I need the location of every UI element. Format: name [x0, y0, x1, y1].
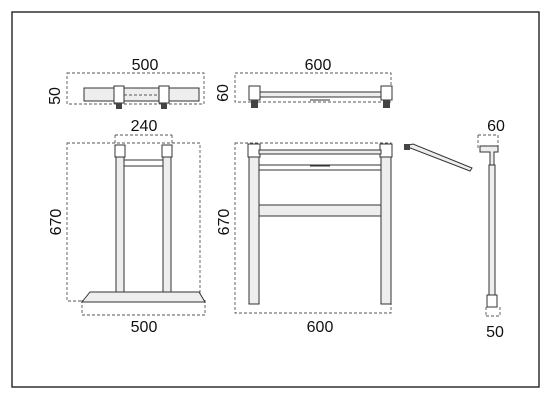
dim-top-depth: 50: [47, 87, 64, 105]
dim-front-top-width: 240: [131, 118, 158, 135]
side-view-upper-rail: [258, 164, 382, 171]
front-view-height-box: [66, 142, 201, 302]
dim-top-width: 500: [132, 57, 159, 74]
top-view-left-bracket-left: [113, 85, 125, 104]
side-view: 600 670: [216, 142, 393, 336]
side-view-top-rail: [258, 149, 382, 155]
front-view: 240 670 500: [48, 118, 206, 336]
front-view-leg-right: [162, 156, 172, 293]
top-view-left-dimension-box: [66, 72, 205, 105]
front-view-base: [80, 291, 206, 303]
top-view-left: 500 50: [47, 57, 205, 109]
top-view-right-foot-left: [251, 100, 258, 108]
profile-leg: [488, 164, 496, 296]
top-view-right-rail: [249, 91, 391, 98]
top-view-left-bracket-right: [158, 85, 170, 104]
top-view-left-beam: [83, 87, 200, 102]
dim-side-top-depth: 60: [215, 84, 232, 102]
profile-top-bracket: [479, 145, 499, 166]
dim-side-base-width: 600: [307, 319, 334, 336]
drawing-frame: [11, 11, 540, 388]
side-view-lower-rail: [258, 204, 382, 217]
dim-profile-bottom: 50: [486, 324, 504, 341]
front-view-crossbar: [123, 159, 164, 167]
dim-profile-top: 60: [487, 118, 505, 135]
top-view-right-foot-right: [383, 100, 390, 108]
dim-side-height: 670: [216, 209, 233, 236]
bracket-detail: [403, 143, 473, 172]
dim-side-top-width: 600: [305, 57, 332, 74]
front-view-leg-left: [115, 156, 125, 293]
side-view-leg-right: [380, 156, 392, 305]
side-view-cap-right: [379, 143, 393, 158]
side-view-leg-left: [248, 156, 260, 305]
dim-front-base-width: 500: [131, 319, 158, 336]
top-view-right-bracket-right: [380, 85, 393, 101]
profile-view: 60 50: [477, 118, 505, 341]
front-view-cap-right: [161, 144, 173, 158]
top-view-right-bracket-left: [248, 85, 261, 101]
bracket-arm: [403, 143, 473, 172]
side-view-cap-left: [247, 143, 261, 158]
dim-front-height: 670: [48, 209, 65, 236]
front-view-cap-left: [114, 144, 126, 158]
bracket-mount: [404, 144, 410, 150]
top-view-left-foot-right: [161, 103, 167, 109]
profile-foot: [486, 294, 498, 308]
top-view-left-foot-left: [116, 103, 122, 109]
top-view-right: 600 60: [215, 57, 393, 108]
